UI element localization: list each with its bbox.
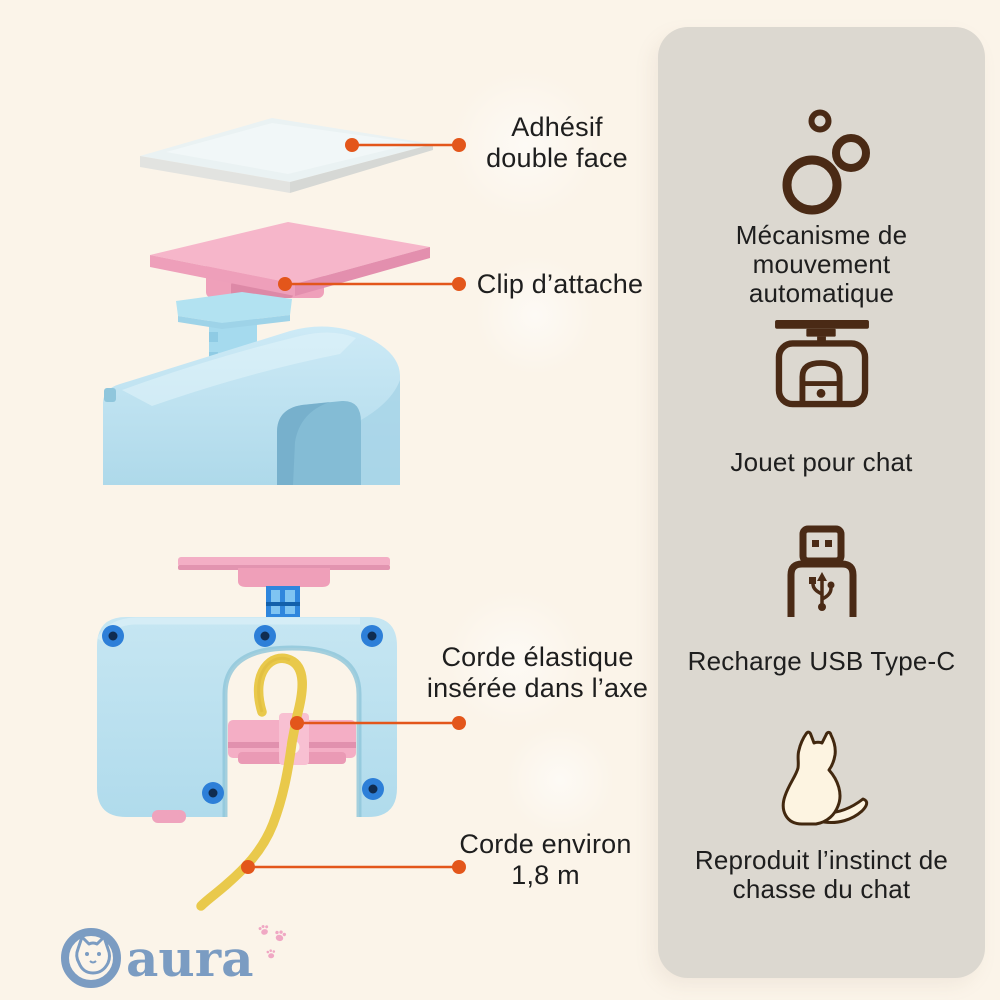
bubbles-icon (782, 109, 870, 215)
callout-label-cord-length-line1: Corde environ (459, 829, 632, 859)
cat-toy-icon (774, 319, 869, 408)
callout-label-clip-line1: Clip d’attache (476, 269, 644, 299)
callout-label-cord-axle: Corde élastique insérée dans l’axe (415, 642, 660, 704)
adhesive-pad (140, 118, 433, 193)
callout-label-cord-axle-line2: insérée dans l’axe (426, 673, 649, 703)
callout-label-adhesive-line1: Adhésif (511, 112, 603, 142)
paw-prints-icon (258, 925, 286, 959)
feature-cat-toy: Jouet pour chat (692, 318, 952, 477)
callout-lines (248, 143, 459, 869)
feature-label: Reproduit l’instinct de chasse du chat (694, 845, 949, 904)
brand-logo: aura (58, 922, 296, 990)
elastic-cord (196, 653, 307, 911)
power-button (152, 810, 186, 823)
feature-label: Mécanisme de mouvement automatique (735, 220, 908, 308)
callout-label-adhesive: Adhésif double face (447, 112, 667, 174)
exploded-view-illustration (96, 70, 615, 911)
features-panel: Mécanisme de mouvement automatique Jouet… (658, 27, 985, 978)
toy-body-top-view (103, 292, 400, 485)
brand-name: aura (126, 929, 254, 988)
feature-auto-movement: Mécanisme de mouvement automatique (722, 109, 922, 308)
feature-hunting-instinct: Reproduit l’instinct de chasse du chat (677, 726, 967, 904)
toy-body-bottom-view (96, 557, 397, 911)
feature-label: Jouet pour chat (730, 447, 913, 477)
callout-label-cord-length: Corde environ 1,8 m (443, 829, 648, 891)
callout-label-adhesive-line2: double face (486, 143, 628, 173)
screws (102, 625, 384, 804)
feature-usb-recharge: Recharge USB Type-C (688, 525, 956, 676)
background-highlights (445, 70, 615, 835)
feature-label: Recharge USB Type-C (687, 646, 956, 676)
callout-label-clip: Clip d’attache (455, 269, 665, 300)
callout-label-cord-axle-line1: Corde élastique (441, 642, 634, 672)
usb-plug-icon (787, 525, 856, 617)
callout-dots (241, 138, 466, 874)
callout-label-cord-length-line2: 1,8 m (511, 860, 580, 890)
cat-circle-logo-icon (61, 928, 121, 988)
cat-silhouette-icon (781, 730, 868, 826)
